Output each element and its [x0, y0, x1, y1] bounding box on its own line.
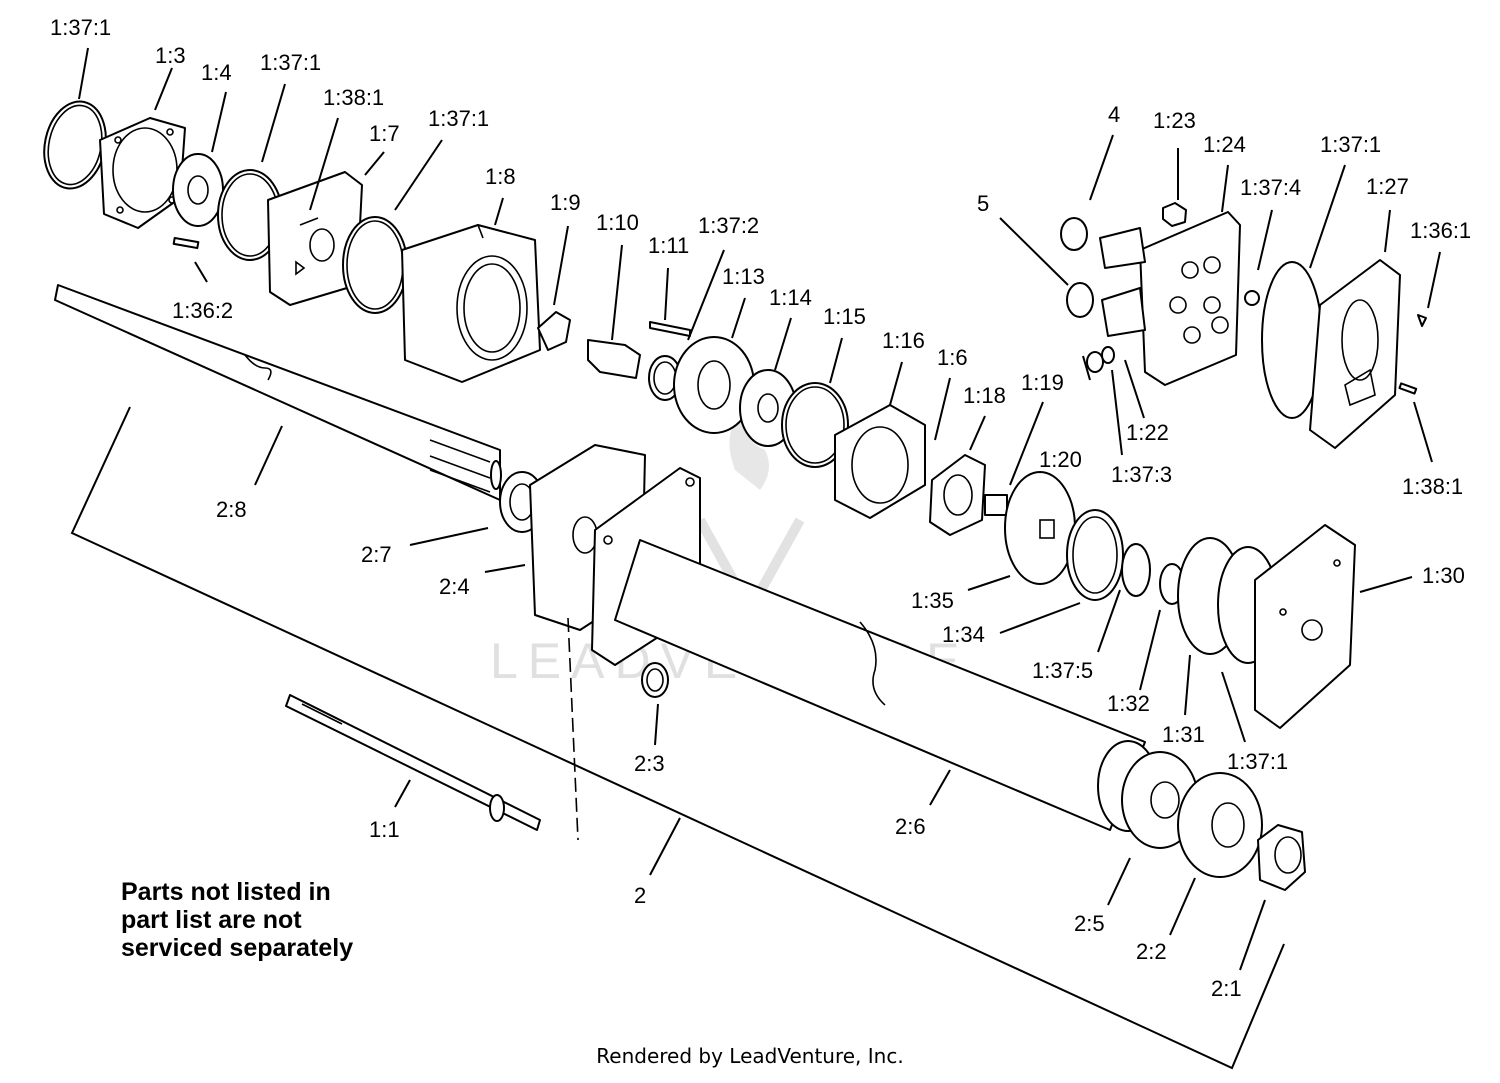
- label-l32: 1:38:1: [1402, 474, 1463, 499]
- key-1-9: [537, 311, 571, 351]
- oring-4: [1060, 217, 1088, 251]
- vane-1-10: [587, 339, 641, 379]
- cover-1-27: [1309, 259, 1401, 449]
- label-l39: 1:32: [1107, 691, 1150, 716]
- label-l46: 2: [634, 883, 646, 908]
- group-2-bracket: [70, 406, 1285, 1070]
- plate-1-3: [99, 117, 186, 229]
- service-note-line-3: serviced separately: [121, 934, 354, 962]
- label-l33: 2:8: [216, 497, 247, 522]
- label-l2: 1:3: [155, 43, 186, 68]
- label-l4: 1:37:1: [260, 50, 321, 75]
- label-l12: 1:37:2: [698, 213, 759, 238]
- dashed-guide: [567, 617, 579, 841]
- label-l26: 1:37:1: [1320, 132, 1381, 157]
- label-l25: 5: [977, 191, 989, 216]
- label-l9: 1:9: [550, 190, 581, 215]
- label-l17: 1:6: [937, 345, 968, 370]
- clip-1-36-1: [1417, 314, 1427, 327]
- label-l47: 2:5: [1074, 911, 1105, 936]
- label-l30: 1:22: [1126, 420, 1169, 445]
- label-l37: 1:34: [942, 622, 985, 647]
- label-l5: 1:38:1: [323, 85, 384, 110]
- fitting-1-20-1-37-3: [1086, 346, 1115, 373]
- label-l14: 1:14: [769, 285, 812, 310]
- label-l23: 1:23: [1153, 108, 1196, 133]
- label-l21: 1:36:2: [172, 298, 233, 323]
- label-l8: 1:8: [485, 164, 516, 189]
- label-l38: 1:37:5: [1032, 658, 1093, 683]
- footer-credit: Rendered by LeadVenture, Inc.: [596, 1044, 904, 1068]
- service-note-line-1: Parts not listed in: [121, 878, 331, 906]
- label-l28: 1:27: [1366, 174, 1409, 199]
- label-l34: 2:7: [361, 542, 392, 567]
- shaft-2-8: [54, 284, 502, 501]
- housing-1-8: [401, 224, 541, 383]
- part-labels: 1:37:1 1:3 1:4 1:37:1 1:38:1 1:7 1:37:1 …: [50, 15, 1471, 1001]
- label-l35: 2:4: [439, 574, 470, 599]
- label-l45: 1:1: [369, 817, 400, 842]
- label-l31: 1:37:3: [1111, 462, 1172, 487]
- nut-2-1: [1257, 824, 1306, 891]
- oring-1-37-5: [1121, 543, 1151, 597]
- washer-1-37-4: [1244, 290, 1260, 306]
- port-plate-1-24: [1099, 211, 1241, 386]
- plate-1-19-1-35: [1004, 471, 1076, 585]
- label-l49: 2:1: [1211, 976, 1242, 1001]
- ring-2-3: [641, 662, 669, 698]
- label-l6: 1:7: [369, 121, 400, 146]
- service-note-line-2: part list are not: [121, 906, 302, 934]
- label-l24: 1:24: [1203, 132, 1246, 157]
- bolt-1-1: [285, 694, 541, 831]
- label-l20: 1:20: [1039, 447, 1082, 472]
- label-l16: 1:16: [882, 328, 925, 353]
- oring-1-37-1-c: [342, 216, 408, 314]
- rotor-1-4: [172, 153, 224, 227]
- screw-1-11: [649, 321, 691, 337]
- label-l1: 1:37:1: [50, 15, 111, 40]
- oring-1-15: [781, 382, 849, 468]
- pin-1-36-2: [172, 236, 200, 250]
- gear-1-6-1-18: [929, 454, 1008, 536]
- pin-1-38-1: [1398, 382, 1418, 395]
- label-l7: 1:37:1: [428, 106, 489, 131]
- label-l3: 1:4: [201, 60, 232, 85]
- label-l36: 1:35: [911, 588, 954, 613]
- label-l29: 1:36:1: [1410, 218, 1471, 243]
- label-l11: 1:11: [648, 233, 689, 258]
- label-l40: 1:31: [1162, 722, 1205, 747]
- label-l44: 2:6: [895, 814, 926, 839]
- label-l22: 4: [1108, 102, 1120, 127]
- label-l18: 1:18: [963, 383, 1006, 408]
- label-l13: 1:13: [722, 264, 765, 289]
- service-note: Parts not listed in part list are not se…: [121, 878, 421, 962]
- label-l27: 1:37:4: [1240, 175, 1301, 200]
- label-l41: 1:37:1: [1227, 749, 1288, 774]
- label-l42: 1:30: [1422, 563, 1465, 588]
- oring-5: [1066, 282, 1094, 318]
- label-l43: 2:3: [634, 751, 665, 776]
- leader-lines: [78, 47, 1441, 971]
- label-l15: 1:15: [823, 304, 866, 329]
- seal-1-34: [1066, 509, 1124, 601]
- end-cover-1-30: [1254, 524, 1356, 729]
- bearing-2-2: [1177, 772, 1263, 878]
- label-l10: 1:10: [596, 210, 639, 235]
- label-l48: 2:2: [1136, 939, 1167, 964]
- label-l19: 1:19: [1021, 370, 1064, 395]
- nut-1-23: [1162, 202, 1187, 227]
